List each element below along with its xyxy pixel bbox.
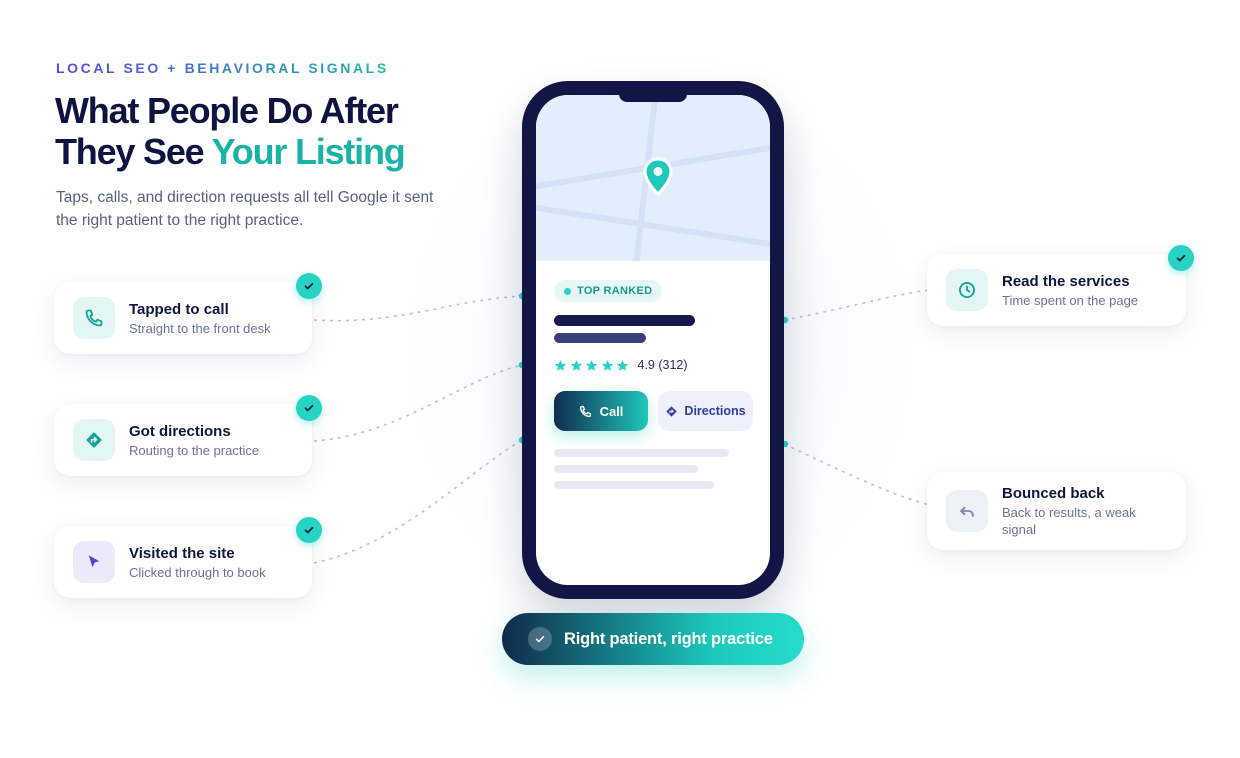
star-icon xyxy=(616,359,629,371)
clock-icon xyxy=(946,269,988,311)
eyebrow-label: LOCAL SEO + BEHAVIORAL SIGNALS xyxy=(56,60,389,76)
signal-title: Tapped to call xyxy=(129,300,229,318)
signal-subtitle: Back to results, a weak signal xyxy=(1002,505,1136,537)
call-button[interactable]: Call xyxy=(554,391,648,431)
star-icon xyxy=(554,359,567,371)
check-icon xyxy=(1168,245,1194,271)
signal-title: Read the services xyxy=(1002,272,1130,290)
signal-subtitle: Clicked through to book xyxy=(129,564,266,580)
connector-services xyxy=(783,289,931,321)
connector-bounce xyxy=(783,443,931,506)
text-placeholder-line xyxy=(554,481,714,489)
outcome-label: Right patient, right practice xyxy=(564,629,773,648)
phone-mockup: TOP RANKED 4.9 (312) Call Directions xyxy=(522,81,784,599)
map-preview[interactable] xyxy=(536,95,770,266)
location-pin-icon xyxy=(642,157,674,202)
check-icon xyxy=(528,627,552,651)
star-icon xyxy=(601,359,613,371)
signal-card-call[interactable]: Tapped to call Straight to the front des… xyxy=(54,282,312,354)
call-button-label: Call xyxy=(599,403,624,419)
top-ranked-badge: TOP RANKED xyxy=(554,280,663,302)
badge-label: TOP RANKED xyxy=(577,285,653,297)
phone-notch xyxy=(619,93,687,102)
rating-row: 4.9 (312) xyxy=(554,358,688,372)
phone-icon xyxy=(579,405,591,417)
signal-card-directions[interactable]: Got directions Routing to the practice xyxy=(54,404,312,476)
signal-subtitle: Routing to the practice xyxy=(129,442,260,458)
star-icon xyxy=(570,359,582,371)
subcopy: Taps, calls, and direction requests all … xyxy=(56,189,434,229)
signal-card-bounce[interactable]: Bounced back Back to results, a weak sig… xyxy=(927,472,1186,550)
signal-subtitle: Straight to the front desk xyxy=(129,320,271,336)
directions-button-label: Directions xyxy=(684,404,746,418)
outcome-pill: Right patient, right practice xyxy=(502,613,804,665)
connector-directions xyxy=(313,364,523,442)
check-icon xyxy=(296,395,322,421)
directions-icon xyxy=(666,405,678,417)
headline-accent: Your Listing xyxy=(211,131,406,172)
signal-title: Bounced back xyxy=(1002,485,1105,502)
back-arrow-icon xyxy=(946,490,988,532)
connector-call xyxy=(313,295,523,322)
listing-category-placeholder xyxy=(554,333,646,343)
text-placeholder-line xyxy=(554,449,729,457)
check-icon xyxy=(296,517,322,543)
text-placeholder-line xyxy=(554,465,698,473)
phone-icon xyxy=(73,297,115,339)
cursor-icon xyxy=(73,541,115,583)
connector-site xyxy=(313,439,523,564)
page-title: What People Do After They See Your Listi… xyxy=(55,90,475,172)
listing-name-placeholder xyxy=(554,315,695,326)
signal-subtitle: Time spent on the page xyxy=(1002,292,1139,308)
star-icon xyxy=(585,359,598,371)
signal-title: Visited the site xyxy=(129,544,235,562)
check-icon xyxy=(296,273,322,299)
directions-icon xyxy=(73,419,115,461)
signal-card-site[interactable]: Visited the site Clicked through to book xyxy=(54,526,312,598)
badge-dot xyxy=(564,287,571,295)
signal-card-services[interactable]: Read the services Time spent on the page xyxy=(927,254,1186,326)
signal-title: Got directions xyxy=(129,422,231,440)
directions-button[interactable]: Directions xyxy=(658,391,753,431)
headline-text: What People Do After They See xyxy=(55,90,399,172)
phone-screen: TOP RANKED 4.9 (312) Call Directions xyxy=(536,95,770,585)
rating-value: 4.9 (312) xyxy=(637,358,688,372)
